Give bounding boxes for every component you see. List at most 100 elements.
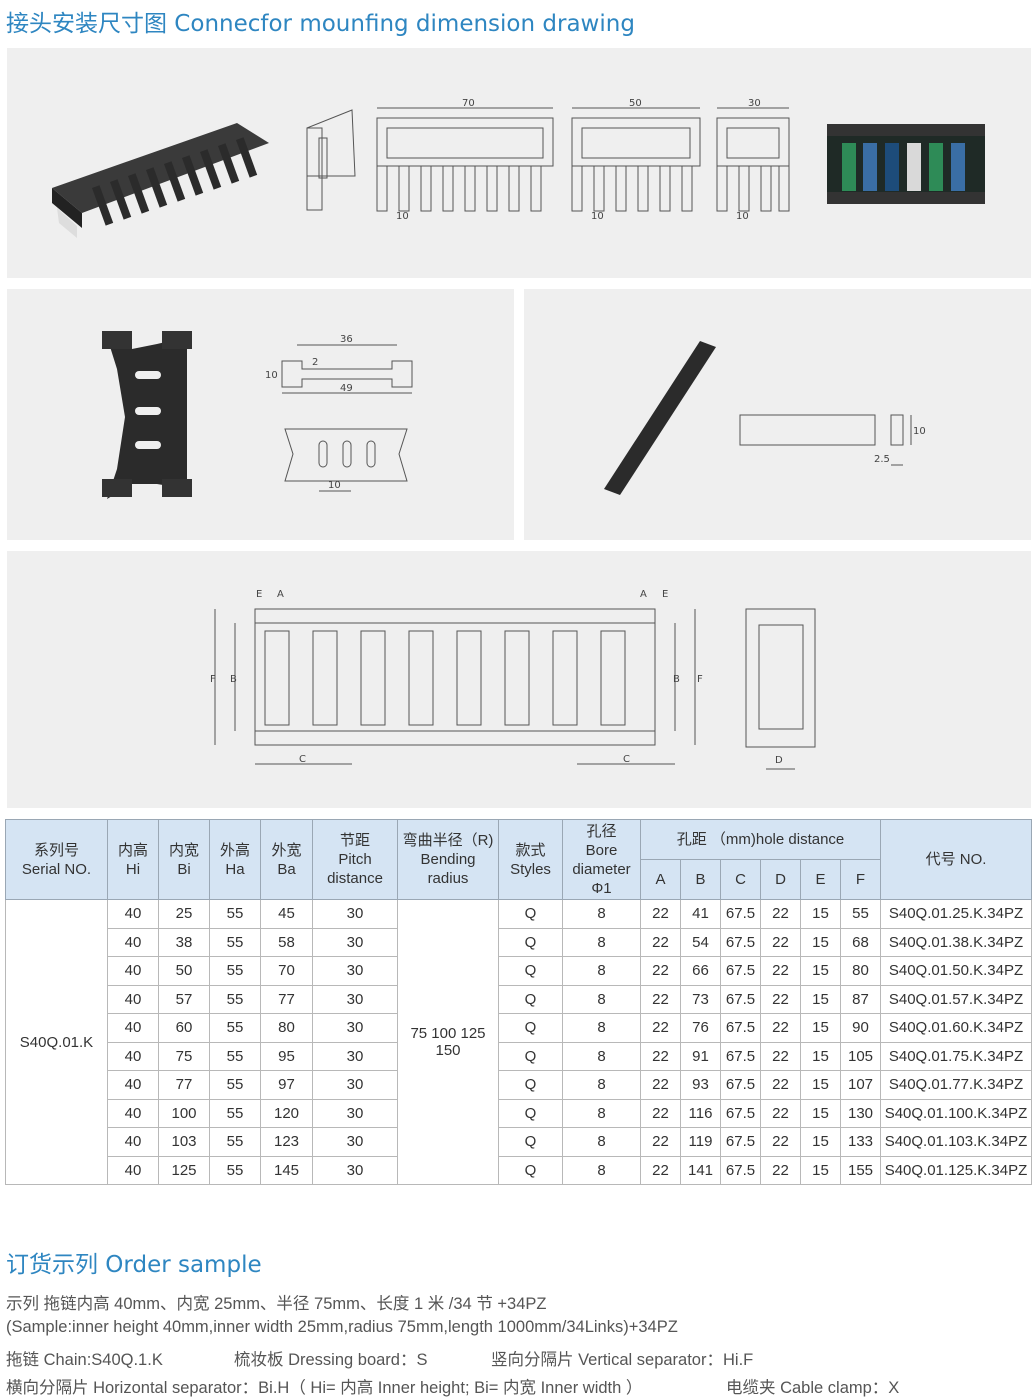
cell: 22	[640, 899, 681, 929]
chain-dimension-drawing: E A A E F B B F C C D	[210, 589, 816, 770]
cell: 67.5	[720, 1127, 761, 1157]
cell: 97	[260, 1070, 313, 1100]
cell: S40Q.01.38.K.34PZ	[880, 927, 1032, 957]
dim-70: 70	[462, 98, 475, 109]
cell: 67.5	[720, 1098, 761, 1128]
cell: 22	[760, 984, 801, 1014]
cell: 67.5	[720, 984, 761, 1014]
cell: 133	[840, 1127, 881, 1157]
cell: 38	[158, 927, 210, 957]
table-row: 40 75 55 95 30 Q 8 22 91 67.5 22 15 105 …	[6, 1041, 1032, 1071]
cell: S40Q.01.50.K.34PZ	[880, 956, 1032, 986]
cell: 55	[209, 956, 261, 986]
cell: 87	[840, 984, 881, 1014]
cell: 58	[260, 927, 313, 957]
cell: 54	[680, 927, 721, 957]
dim-10: 10	[265, 370, 278, 381]
chain-top-view	[214, 608, 696, 765]
cell: 15	[800, 956, 841, 986]
cell: 30	[312, 956, 398, 986]
dim-30: 30	[748, 98, 761, 109]
cell: 41	[680, 899, 721, 929]
cell: S40Q.01.60.K.34PZ	[880, 1013, 1032, 1043]
table-row: 40 103 55 123 30 Q 8 22 119 67.5 22 15 1…	[6, 1127, 1032, 1157]
cell: 67.5	[720, 1041, 761, 1071]
cell: Q	[498, 1098, 563, 1128]
table-row: 40 125 55 145 30 Q 8 22 141 67.5 22 15 1…	[6, 1155, 1032, 1185]
dim-36: 36	[340, 334, 353, 345]
cell: 30	[312, 1013, 398, 1043]
header-e: E	[800, 859, 841, 900]
chain-cables-photo	[827, 124, 985, 204]
cell: S40Q.01.100.K.34PZ	[880, 1098, 1032, 1128]
cell: 66	[680, 956, 721, 986]
cell: Q	[498, 1041, 563, 1071]
label-b-left: B	[230, 674, 237, 685]
cell: 15	[800, 1041, 841, 1071]
cell: 50	[158, 956, 210, 986]
cell: 8	[562, 1041, 641, 1071]
order-line-1: 示列 拖链内高 40mm、内宽 25mm、半径 75mm、长度 1 米 /34 …	[6, 1295, 547, 1313]
cell: 145	[260, 1155, 313, 1185]
cell: 30	[312, 1127, 398, 1157]
cell: 68	[840, 927, 881, 957]
header-f: F	[840, 859, 881, 900]
dim-10-c: 10	[736, 211, 749, 222]
cell: 95	[260, 1041, 313, 1071]
cell: 22	[760, 1013, 801, 1043]
cell: 141	[680, 1155, 721, 1185]
cell: 15	[800, 1098, 841, 1128]
cell: 15	[800, 1127, 841, 1157]
table-row: 40 77 55 97 30 Q 8 22 93 67.5 22 15 107 …	[6, 1070, 1032, 1100]
connector-photo	[52, 123, 269, 238]
header-code: 代号 NO.	[880, 819, 1032, 900]
cell: 22	[640, 1155, 681, 1185]
cell: 103	[158, 1127, 210, 1157]
cell: 22	[760, 1155, 801, 1185]
cell: 22	[760, 927, 801, 957]
cell: 22	[640, 1127, 681, 1157]
cell: 40	[107, 899, 159, 929]
label-e-right: E	[662, 589, 668, 600]
header-c: C	[720, 859, 761, 900]
cell: 15	[800, 899, 841, 929]
cell: 70	[260, 956, 313, 986]
cell: S40Q.01.57.K.34PZ	[880, 984, 1032, 1014]
cell: 40	[107, 1127, 159, 1157]
cell: 100	[158, 1098, 210, 1128]
dim-10-b: 10	[328, 480, 341, 491]
cell: 30	[312, 899, 398, 929]
cell: 40	[107, 956, 159, 986]
cell: 22	[640, 1013, 681, 1043]
cell: Q	[498, 984, 563, 1014]
cell: 55	[209, 927, 261, 957]
cell: 55	[209, 1070, 261, 1100]
chain-drawing-panel: E A A E F B B F C C D	[7, 551, 1031, 808]
header-a: A	[640, 859, 681, 900]
cell: 73	[680, 984, 721, 1014]
order-dressing-board: 梳妆板 Dressing board：S	[234, 1351, 428, 1369]
cell: Q	[498, 1013, 563, 1043]
cell: 40	[107, 984, 159, 1014]
strip-side-view	[739, 414, 912, 466]
connector-drawing: 70 10 50 10 30 10	[52, 98, 985, 238]
order-chain: 拖链 Chain:S40Q.1.K	[6, 1351, 163, 1369]
cell: 15	[800, 984, 841, 1014]
label-b-right: B	[673, 674, 680, 685]
separator-drawing: 36 2 10 49 10	[102, 331, 413, 499]
cell: 80	[840, 956, 881, 986]
cell: 45	[260, 899, 313, 929]
cell: S40Q.01.75.K.34PZ	[880, 1041, 1032, 1071]
dim-49: 49	[340, 383, 353, 394]
cell: 30	[312, 1098, 398, 1128]
separator-drawing-panel: 36 2 10 49 10	[7, 289, 514, 540]
